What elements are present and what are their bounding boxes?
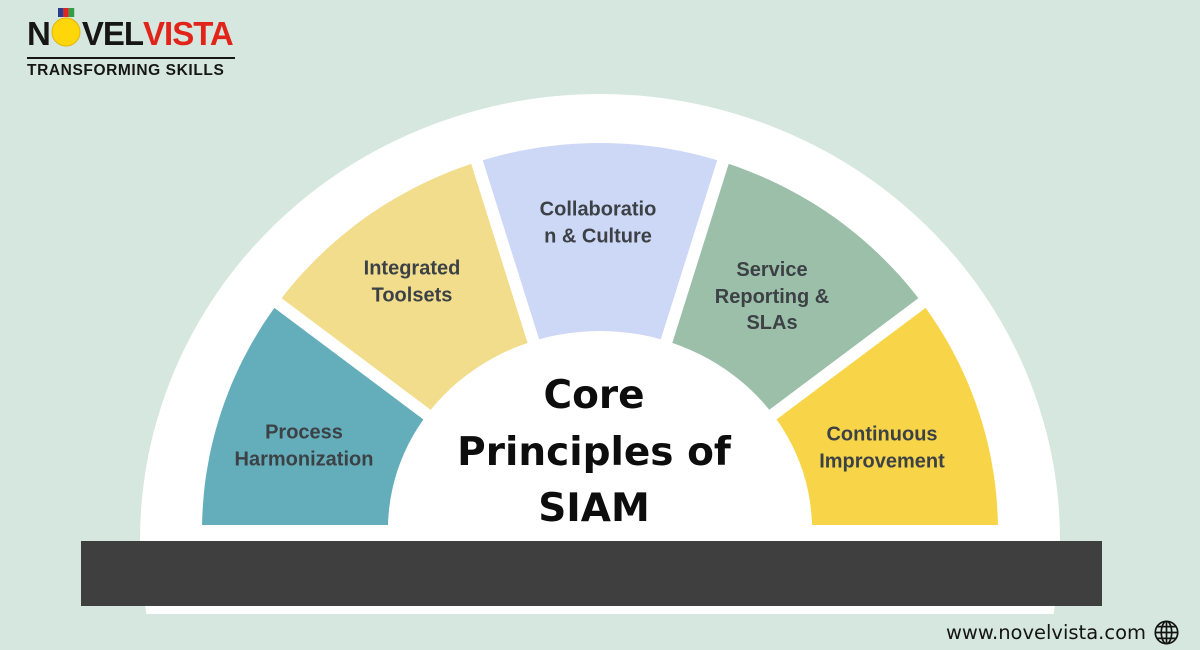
wheel-center-title: Core Principles of SIAM (457, 373, 731, 532)
medal-icon (51, 8, 81, 47)
logo-wordmark: N VEL VISTA (27, 8, 235, 56)
medal-ribbon-red (63, 8, 69, 17)
novelvista-logo: N VEL VISTA TRANSFORMING SKILLS (27, 8, 235, 79)
logo-letter-n: N (27, 14, 51, 52)
medal-ribbon-green (68, 8, 75, 17)
segment-label-process-harmonization: Process Harmonization (234, 421, 374, 470)
bottom-bar (81, 541, 1102, 606)
logo-letters-vista: VISTA (143, 14, 234, 52)
segment-label-integrated-toolsets: Integrated Toolsets (363, 257, 461, 306)
globe-icon (1154, 619, 1179, 645)
segment-label-continuous-improvement: Continuous Improvement (819, 423, 945, 472)
segment-label-collaboration-culture: Collaboratio n & Culture (539, 198, 657, 247)
logo-divider (27, 57, 235, 59)
logo-tagline: TRANSFORMING SKILLS (27, 62, 225, 79)
website-url: www.novelvista.com (945, 620, 1146, 644)
segment-label-service-reporting-slas: Service Reporting & SLAs (714, 259, 830, 335)
medal-ribbon-blue (57, 8, 64, 17)
medal-disc (51, 17, 81, 47)
website-row: www.novelvista.com (946, 617, 1180, 647)
logo-letters-vel: VEL (81, 14, 144, 52)
